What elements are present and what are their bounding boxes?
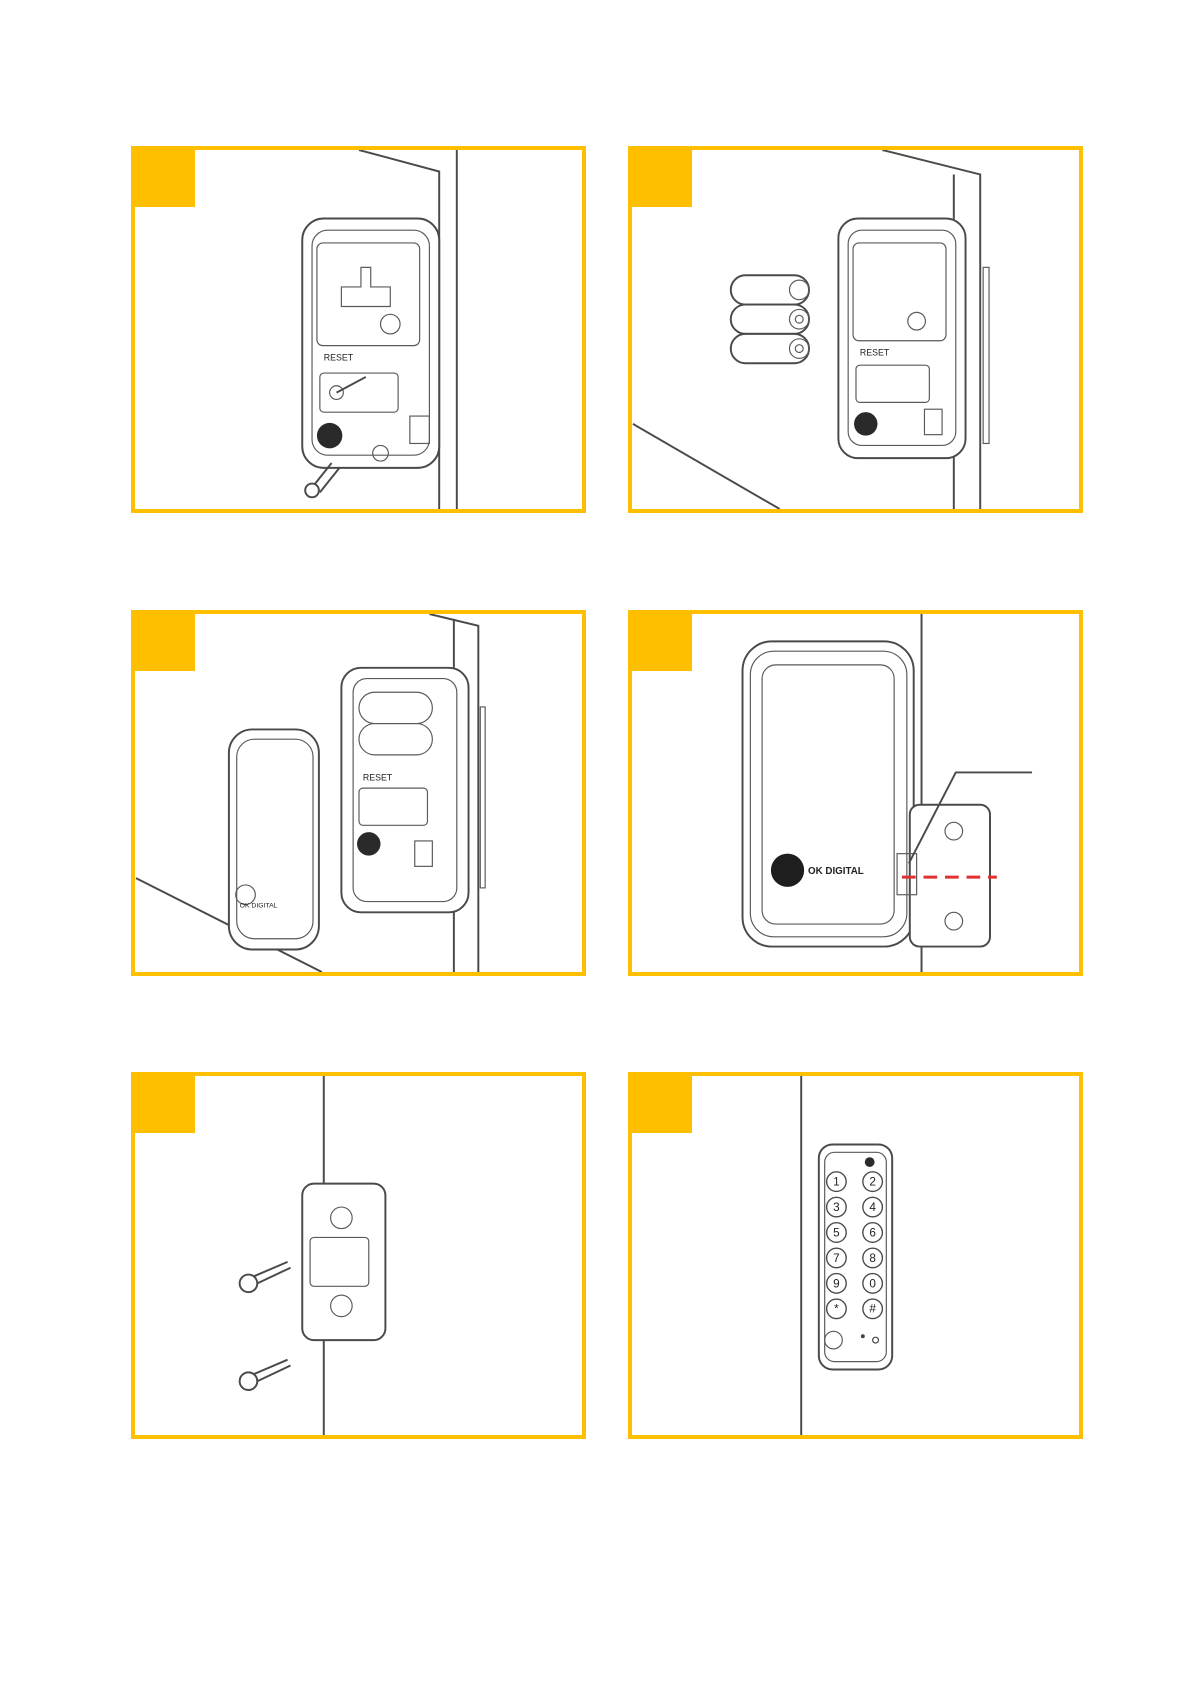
illustration-attach-cover: RESET OK DIGITAL [135, 614, 582, 972]
keypad-key-label: 2 [869, 1176, 876, 1189]
reset-label: RESET [860, 347, 890, 357]
panel-step-3: RESET OK DIGITAL [131, 610, 586, 976]
keypad-key-label: 5 [833, 1226, 840, 1239]
keypad-key-label: 9 [833, 1277, 840, 1290]
illustration-finished-keypad: 1 2 3 4 5 6 7 8 9 0 * # [632, 1076, 1079, 1435]
panel-step-6: 1 2 3 4 5 6 7 8 9 0 * # [628, 1072, 1083, 1439]
illustration-remove-cover-screws: RESET [135, 150, 582, 509]
keypad-key-label: 1 [833, 1176, 840, 1189]
panel-step-1: RESET [131, 146, 586, 513]
panel-step-2: RESET [628, 146, 1083, 513]
panel-step-4: OK DIGITAL [628, 610, 1083, 976]
keypad-key-label: 3 [833, 1201, 840, 1214]
illustration-insert-batteries: RESET [632, 150, 1079, 509]
reset-label: RESET [363, 772, 393, 782]
keypad-key-label: 8 [869, 1252, 876, 1265]
illustration-fix-strike-screws [135, 1076, 582, 1435]
keypad-key-label: 0 [869, 1277, 876, 1290]
keypad-key-label: 7 [833, 1252, 840, 1265]
brand-label: OK DIGITAL [240, 902, 278, 909]
keypad-key-label: # [869, 1303, 876, 1316]
keypad-key-label: 6 [869, 1226, 876, 1239]
panel-step-5 [131, 1072, 586, 1439]
keypad-key-label: 4 [869, 1201, 876, 1214]
illustration-align-strike: OK DIGITAL [632, 614, 1079, 972]
reset-label: RESET [324, 352, 354, 362]
brand-label: OK DIGITAL [808, 866, 864, 877]
keypad-key-label: * [834, 1303, 839, 1316]
